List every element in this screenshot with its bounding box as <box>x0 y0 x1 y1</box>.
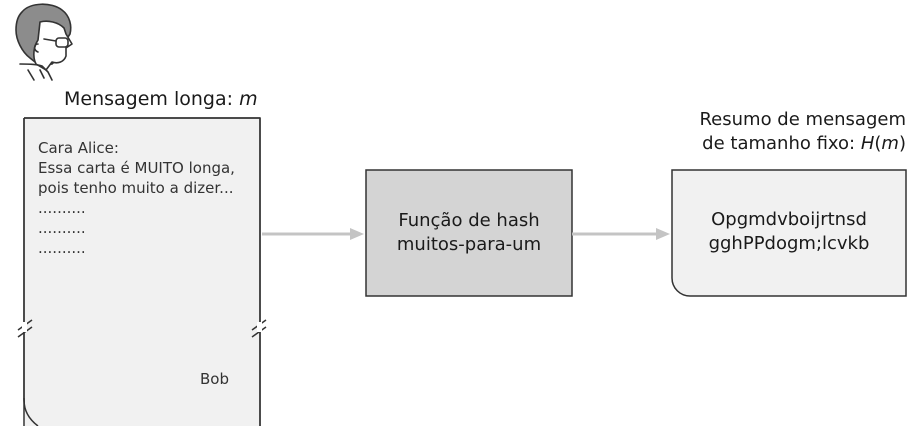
digest-value-line-1: Opgmdvboijrtnsd <box>711 209 867 230</box>
digest-value-line-2: gghPPdogm;lcvkb <box>708 233 870 254</box>
digest-document <box>671 169 907 297</box>
open-paren: ( <box>874 133 882 154</box>
man-with-glasses-icon <box>15 3 73 81</box>
letter-body: Cara Alice: Essa carta é MUITO longa, po… <box>38 138 235 258</box>
digest-title-line-1: Resumo de mensagem <box>699 109 906 130</box>
hash-function-symbol: H <box>860 133 875 154</box>
letter-dots-1: .......... <box>38 199 86 217</box>
hash-function-box <box>365 169 573 297</box>
letter-dots-3: .......... <box>38 239 86 257</box>
close-paren: ) <box>898 133 906 154</box>
letter-line-1: Essa carta é MUITO longa, <box>38 159 235 177</box>
long-message-title-text: Mensagem longa: <box>64 88 240 110</box>
arrow-message-to-hash <box>262 228 364 240</box>
digest-title-line-2: de tamanho fixo: H(m) <box>640 132 906 156</box>
digest-message-variable: m <box>881 133 899 154</box>
digest-title: Resumo de mensagem de tamanho fixo: H(m) <box>640 108 906 156</box>
digest-value: Opgmdvboijrtnsd gghPPdogm;lcvkb <box>672 208 906 256</box>
arrow-hash-to-digest <box>572 228 670 240</box>
long-message-title: Mensagem longa: m <box>64 88 258 110</box>
hash-label-line-2: muitos-para-um <box>396 234 542 255</box>
letter-signature: Bob <box>200 370 229 388</box>
hash-label-line-1: Função de hash <box>398 210 540 231</box>
letter-line-2: pois tenho muito a dizer... <box>38 179 234 197</box>
hash-function-label: Função de hash muitos-para-um <box>366 209 572 257</box>
digest-title-line-2-text: de tamanho fixo: <box>702 133 861 154</box>
letter-greeting: Cara Alice: <box>38 139 119 157</box>
message-variable: m <box>239 88 258 110</box>
letter-dots-2: .......... <box>38 219 86 237</box>
